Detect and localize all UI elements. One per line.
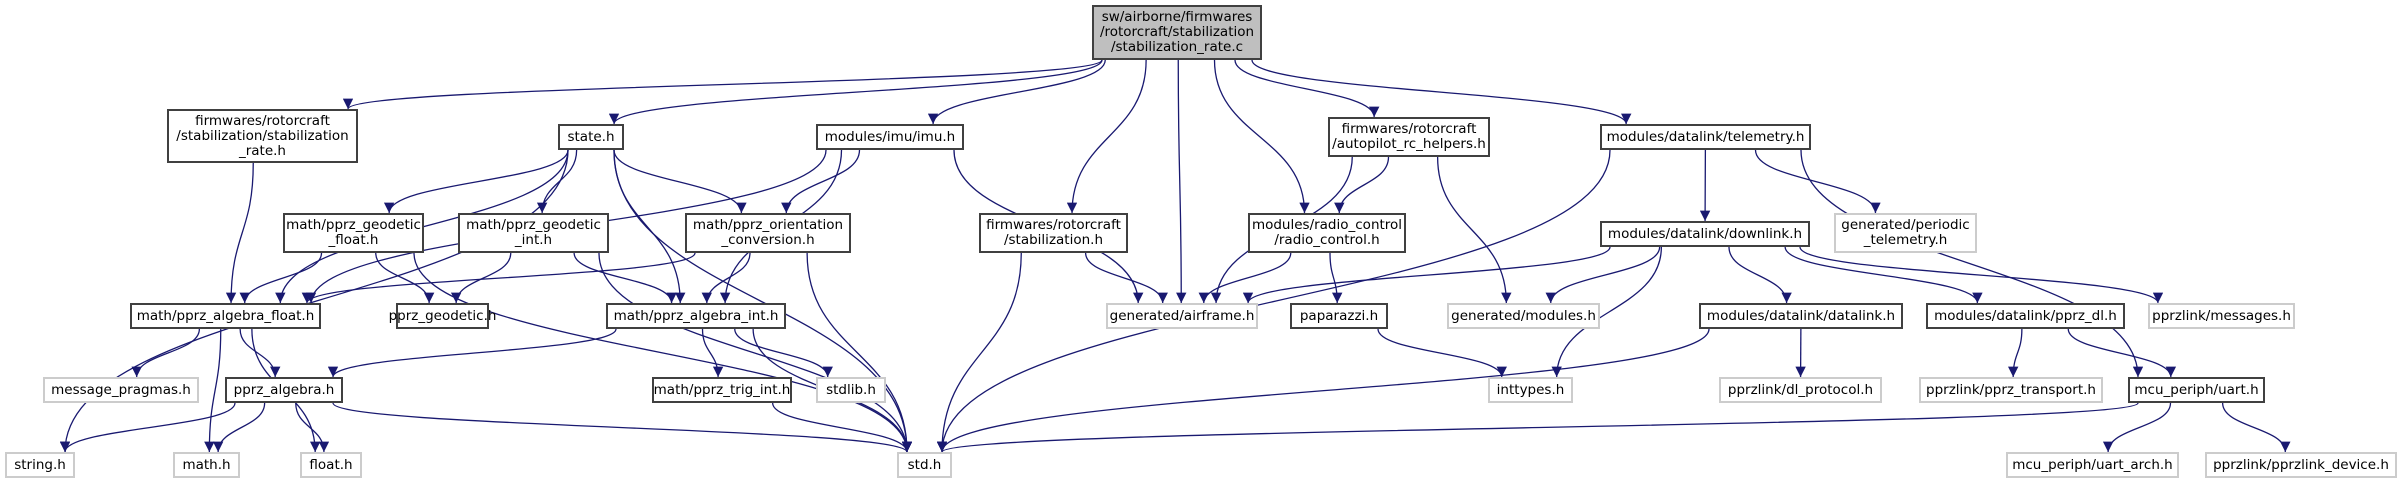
edge-stab-h-to-std-h: [936, 252, 1022, 453]
edge-pprz-dl-h-to-uart-h: [2067, 328, 2177, 378]
graph-node-msg-pragmas-h: message_pragmas.h: [43, 377, 199, 403]
edge-geo-int-h-to-std-h: [598, 252, 913, 453]
edge-state-h-to-alg-float-h: [275, 149, 569, 304]
graph-node-pprz-algebra-h[interactable]: pprz_algebra.h: [225, 377, 343, 403]
edge-rc-helpers-h-to-modules-h: [1436, 156, 1512, 304]
graph-node-alg-float-h[interactable]: math/pprz_algebra_float.h: [130, 303, 321, 329]
graph-node-messages-h: pprzlink/messages.h: [2148, 303, 2295, 329]
edge-geo-float-h-to-pprz-geodetic-h: [375, 252, 435, 304]
edge-alg-int-h-to-stdlib-h: [734, 328, 833, 378]
edge-alg-int-h-to-pprz-algebra-h: [327, 328, 617, 378]
edge-imu-h-to-orient-h: [781, 149, 861, 214]
graph-node-trig-int-h[interactable]: math/pprz_trig_int.h: [652, 377, 792, 403]
edge-root-to-imu-h: [927, 59, 1106, 125]
graph-node-root: sw/airborne/firmwares /rotorcraft/stabil…: [1092, 5, 1262, 60]
edge-root-to-stab-h: [1066, 59, 1147, 214]
edge-telemetry-h-to-periodic-h: [1754, 149, 1881, 214]
edge-stab-rate-h-to-alg-float-h: [225, 162, 254, 304]
graph-node-telemetry-h[interactable]: modules/datalink/telemetry.h: [1600, 124, 1811, 150]
graph-node-pprz-geodetic-h[interactable]: pprz_geodetic.h: [389, 303, 496, 329]
edge-downlink-h-to-modules-h: [1545, 246, 1661, 304]
edge-uart-h-to-std-h: [937, 402, 2139, 453]
edge-root-to-stab-rate-h: [343, 59, 1103, 110]
edge-state-h-to-std-h: [613, 149, 913, 453]
graph-node-stab-rate-h[interactable]: firmwares/rotorcraft /stabilization/stab…: [167, 109, 358, 163]
edge-downlink-h-to-datalink-h: [1728, 246, 1792, 304]
graph-node-pprzlink-device-h: pprzlink/pprzlink_device.h: [2205, 452, 2397, 478]
edge-paparazzi-h-to-inttypes-h: [1377, 328, 1507, 378]
edge-downlink-h-to-messages-h: [1799, 246, 2164, 304]
edge-telemetry-h-to-std-h: [936, 149, 1611, 453]
edge-alg-float-h-to-pprz-algebra-h: [239, 328, 281, 378]
graph-node-datalink-h[interactable]: modules/datalink/datalink.h: [1699, 303, 1903, 329]
edge-root-to-radio-control-h: [1213, 59, 1310, 214]
edge-alg-float-h-to-msg-pragmas-h: [131, 328, 201, 378]
edge-stab-h-to-airframe-h: [1084, 252, 1168, 304]
graph-node-uart-h[interactable]: mcu_periph/uart.h: [2128, 377, 2265, 403]
edge-uart-h-to-pprzlink-device-h: [2221, 402, 2291, 453]
graph-node-periodic-h: generated/periodic _telemetry.h: [1834, 213, 1977, 253]
edge-root-to-telemetry-h: [1251, 59, 1632, 125]
edge-trig-int-h-to-std-h: [771, 402, 913, 453]
edge-geo-int-h-to-alg-int-h: [573, 252, 677, 304]
graph-node-modules-h: generated/modules.h: [1447, 303, 1600, 329]
edge-orient-h-to-std-h: [806, 252, 913, 453]
edge-root-to-airframe-h: [1176, 59, 1187, 304]
edge-pprz-algebra-h-to-std-h: [332, 402, 912, 453]
graph-node-pprz-dl-h[interactable]: modules/datalink/pprz_dl.h: [1926, 303, 2125, 329]
graph-node-state-h[interactable]: state.h: [558, 124, 624, 150]
graph-node-inttypes-h: inttypes.h: [1488, 377, 1573, 403]
edge-radio-control-h-to-paparazzi-h: [1329, 252, 1343, 304]
graph-node-rc-helpers-h[interactable]: firmwares/rotorcraft /autopilot_rc_helpe…: [1328, 117, 1490, 157]
edge-state-h-to-string-h: [59, 149, 569, 453]
edge-state-h-to-orient-h: [613, 149, 747, 214]
edge-alg-int-h-to-trig-int-h: [701, 328, 724, 378]
graph-node-airframe-h: generated/airframe.h: [1106, 303, 1258, 329]
edge-downlink-h-to-inttypes-h: [1551, 246, 1663, 378]
graph-node-geo-float-h[interactable]: math/pprz_geodetic _float.h: [283, 213, 424, 253]
graph-node-stdlib-h: stdlib.h: [816, 377, 886, 403]
edge-radio-control-h-to-airframe-h: [1198, 252, 1292, 304]
edge-orient-h-to-alg-float-h: [301, 252, 696, 304]
edge-uart-h-to-uart-arch-h: [2102, 402, 2172, 453]
graph-node-downlink-h[interactable]: modules/datalink/downlink.h: [1600, 221, 1810, 247]
edge-geo-float-h-to-alg-float-h: [239, 252, 323, 304]
edge-pprz-dl-h-to-pprz-transport-h: [2007, 328, 2023, 378]
edge-orient-h-to-alg-int-h: [701, 252, 751, 304]
edge-datalink-h-to-std-h: [936, 328, 1710, 453]
graph-node-geo-int-h[interactable]: math/pprz_geodetic _int.h: [458, 213, 609, 253]
edge-rc-helpers-h-to-radio-control-h: [1334, 156, 1390, 214]
graph-node-string-h: string.h: [5, 452, 75, 478]
edge-geo-int-h-to-pprz-geodetic-h: [450, 252, 512, 304]
graph-node-pprz-transport-h: pprzlink/pprz_transport.h: [1919, 377, 2103, 403]
edge-geo-float-h-to-std-h: [413, 252, 913, 453]
edge-root-to-rc-helpers-h: [1234, 59, 1380, 118]
graph-node-float-h: float.h: [300, 452, 362, 478]
edge-downlink-h-to-pprz-dl-h: [1784, 246, 1983, 304]
edge-pprz-algebra-h-to-string-h: [59, 402, 236, 453]
graph-node-orient-h[interactable]: math/pprz_orientation _conversion.h: [685, 213, 851, 253]
edge-pprz-algebra-h-to-math-h: [212, 402, 266, 453]
graph-node-std-h: std.h: [897, 452, 952, 478]
graph-node-stab-h[interactable]: firmwares/rotorcraft /stabilization.h: [979, 213, 1128, 253]
edge-telemetry-h-to-uart-h: [1800, 149, 2144, 378]
edge-pprz-algebra-h-to-float-h: [295, 402, 330, 453]
graph-node-uart-arch-h: mcu_periph/uart_arch.h: [2006, 452, 2179, 478]
graph-node-dl-protocol-h: pprzlink/dl_protocol.h: [1719, 377, 1882, 403]
graph-node-imu-h[interactable]: modules/imu/imu.h: [816, 124, 964, 150]
graph-node-alg-int-h[interactable]: math/pprz_algebra_int.h: [606, 303, 786, 329]
graph-node-math-h: math.h: [173, 452, 240, 478]
graph-node-radio-control-h[interactable]: modules/radio_control /radio_control.h: [1248, 213, 1406, 253]
edge-state-h-to-geo-float-h: [383, 149, 569, 214]
graph-node-paparazzi-h[interactable]: paparazzi.h: [1290, 303, 1388, 329]
edge-root-to-state-h: [608, 59, 1103, 125]
edge-downlink-h-to-airframe-h: [1242, 246, 1611, 304]
edge-alg-float-h-to-math-h: [204, 328, 222, 453]
